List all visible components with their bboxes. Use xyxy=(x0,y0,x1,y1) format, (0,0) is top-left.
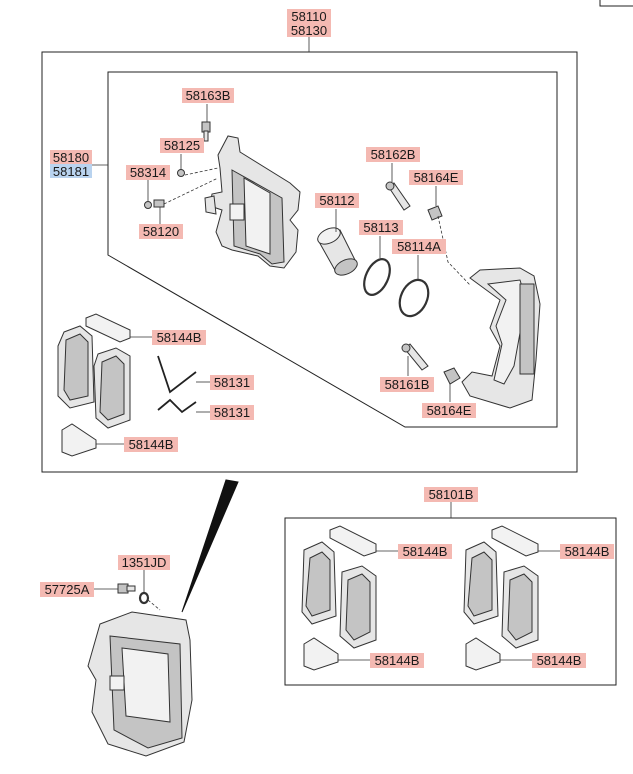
label-58144b-e[interactable]: 58144B xyxy=(370,653,424,668)
label-58131-b[interactable]: 58131 xyxy=(210,405,254,420)
callout-pointer xyxy=(181,479,239,613)
dash-1351jd xyxy=(147,599,161,611)
svg-text:58110: 58110 xyxy=(291,9,326,24)
spring-58131-a xyxy=(157,355,197,394)
outer-assembly-frame xyxy=(41,51,578,473)
svg-text:58161B: 58161B xyxy=(385,377,430,392)
svg-text:58113: 58113 xyxy=(363,220,398,235)
pad-kit-right xyxy=(463,525,539,671)
shim-58144b-b xyxy=(61,423,97,457)
svg-text:58144B: 58144B xyxy=(375,653,420,668)
label-58110[interactable]: 58110 xyxy=(287,9,331,24)
svg-text:58314: 58314 xyxy=(130,165,166,180)
label-58144b-a[interactable]: 58144B xyxy=(152,330,206,345)
caliper-assembly-lower xyxy=(87,611,193,757)
guide-pin-58161b xyxy=(401,343,429,371)
svg-text:58144B: 58144B xyxy=(565,544,610,559)
svg-text:58131: 58131 xyxy=(214,375,250,390)
screw-58120 xyxy=(153,199,165,208)
label-58162b[interactable]: 58162B xyxy=(366,147,420,162)
svg-text:58130: 58130 xyxy=(291,23,327,38)
svg-text:58120: 58120 xyxy=(143,224,179,239)
svg-text:1351JD: 1351JD xyxy=(122,555,167,570)
svg-text:58144B: 58144B xyxy=(403,544,448,559)
label-58114a[interactable]: 58114A xyxy=(392,239,446,254)
label-58112[interactable]: 58112 xyxy=(315,193,359,208)
washer-1351jd xyxy=(138,591,150,605)
pad-kit-frame xyxy=(284,517,617,686)
label-58144b-d[interactable]: 58144B xyxy=(560,544,614,559)
label-57725a[interactable]: 57725A xyxy=(40,582,94,597)
boot-58114a xyxy=(398,278,430,318)
boot-58164e-bottom xyxy=(443,367,461,385)
label-58164e-top[interactable]: 58164E xyxy=(409,170,463,185)
caliper-housing xyxy=(204,135,301,269)
carrier-bracket xyxy=(461,267,541,409)
svg-text:58114A: 58114A xyxy=(397,239,441,254)
label-58163b[interactable]: 58163B xyxy=(182,88,234,103)
svg-text:58164E: 58164E xyxy=(427,403,472,418)
svg-text:58144B: 58144B xyxy=(157,330,202,345)
svg-text:57725A: 57725A xyxy=(45,582,90,597)
svg-text:58164E: 58164E xyxy=(414,170,459,185)
bolt-57725a xyxy=(117,583,136,594)
brake-pad-inner xyxy=(93,347,131,429)
svg-text:58144B: 58144B xyxy=(537,653,582,668)
svg-text:58101B: 58101B xyxy=(429,487,474,502)
label-58181[interactable]: 58181 xyxy=(50,164,92,179)
boot-58164e-top xyxy=(427,205,443,221)
label-1351jd[interactable]: 1351JD xyxy=(118,555,170,570)
label-58113[interactable]: 58113 xyxy=(359,220,403,235)
svg-text:58125: 58125 xyxy=(164,138,200,153)
svg-text:58163B: 58163B xyxy=(186,88,231,103)
label-58144b-c[interactable]: 58144B xyxy=(398,544,452,559)
brake-pad-outer xyxy=(57,325,95,409)
piston-58112 xyxy=(317,227,358,276)
shim-58144b-a xyxy=(85,313,131,343)
corner-fragment xyxy=(599,0,633,7)
label-58101b[interactable]: 58101B xyxy=(424,487,478,502)
label-58120[interactable]: 58120 xyxy=(139,224,183,239)
label-58144b-b[interactable]: 58144B xyxy=(124,437,178,452)
svg-text:58162B: 58162B xyxy=(371,147,416,162)
pad-kit-left xyxy=(301,525,377,671)
label-58314[interactable]: 58314 xyxy=(126,165,170,180)
label-58130[interactable]: 58130 xyxy=(287,23,331,38)
bolt-58163b xyxy=(201,121,211,142)
bleeder-58125 xyxy=(177,169,185,177)
label-58131-a[interactable]: 58131 xyxy=(210,375,254,390)
svg-text:58144B: 58144B xyxy=(129,437,174,452)
spring-58131-b xyxy=(157,398,197,414)
svg-text:58181: 58181 xyxy=(53,164,89,179)
seal-58113 xyxy=(363,258,391,296)
svg-text:58180: 58180 xyxy=(53,150,89,165)
svg-text:58112: 58112 xyxy=(319,193,354,208)
cap-58314 xyxy=(144,201,152,209)
label-58180[interactable]: 58180 xyxy=(50,150,92,165)
label-58161b[interactable]: 58161B xyxy=(380,377,434,392)
svg-text:58131: 58131 xyxy=(214,405,250,420)
label-58144b-f[interactable]: 58144B xyxy=(532,653,586,668)
guide-pin-58162b xyxy=(385,181,411,211)
label-58125[interactable]: 58125 xyxy=(160,138,204,153)
inner-assembly-frame xyxy=(107,71,558,428)
label-58164e-bottom[interactable]: 58164E xyxy=(422,403,476,418)
dash-58164e xyxy=(437,215,471,286)
dash-58125 xyxy=(184,167,219,176)
